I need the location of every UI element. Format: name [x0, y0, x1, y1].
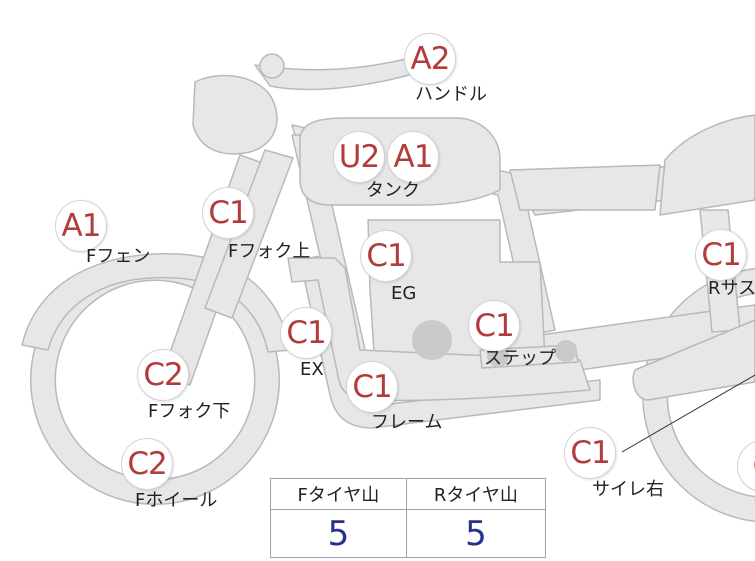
part-label-exhaust: EX [300, 359, 324, 380]
seat [659, 114, 755, 216]
part-label-front-wheel: Fホイール [135, 490, 218, 511]
engine-cover [412, 320, 452, 360]
rear-tire-header: Rタイヤ山 [405, 478, 547, 510]
rear-tire-value: 5 [405, 509, 547, 558]
grade-badge: C1 [468, 300, 520, 352]
grade-badge: C1 [346, 361, 398, 413]
part-label-frame: フレーム [371, 412, 443, 433]
front-tire-header: Fタイヤ山 [270, 478, 407, 510]
part-label-front-fender: Fフェン [86, 246, 151, 267]
part-label-step: ステップ [484, 348, 556, 369]
part-label-rear-suspension: Rサス [708, 278, 755, 299]
part-label-engine: EG [391, 283, 417, 304]
silencer-leader-line [621, 374, 755, 453]
grade-badge: A1 [55, 200, 107, 252]
headlight [192, 74, 278, 155]
grade-badge: C2 [121, 438, 173, 490]
grade-badge: C2 [137, 349, 189, 401]
part-label-fork-upper: Fフォク上 [228, 241, 311, 262]
grade-badge: A1 [387, 131, 439, 183]
grade-badge: C1 [360, 230, 412, 282]
tire-tread-table: Fタイヤ山 Rタイヤ山 5 5 [270, 478, 547, 558]
grade-badge: U2 [333, 131, 385, 183]
step-right [555, 340, 577, 362]
grade-badge: C1 [202, 187, 254, 239]
grade-badge: C1 [695, 229, 747, 281]
front-tire-value: 5 [270, 509, 407, 558]
grade-badge: C1 [564, 427, 616, 479]
grade-badge: A2 [404, 33, 456, 85]
part-label-fork-lower: Fフォク下 [148, 401, 231, 422]
part-label-handlebar: ハンドル [415, 84, 487, 105]
part-label-tank: タンク [366, 180, 420, 201]
part-label-silencer-right: サイレ右 [592, 479, 664, 500]
grade-badge: C1 [280, 307, 332, 359]
